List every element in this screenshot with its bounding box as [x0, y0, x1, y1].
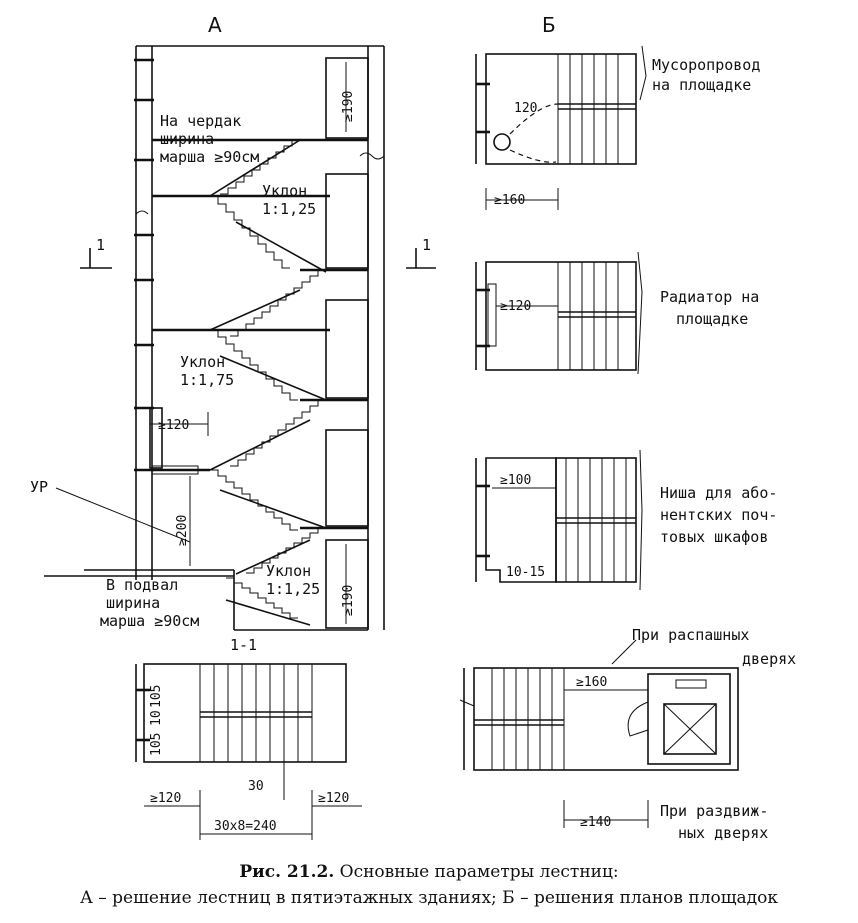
- plan-1-1: 105 10 105 30 ≥120 ≥120 30x8=240: [135, 663, 362, 840]
- slope-bottom-line2: 1:1,25: [266, 580, 320, 598]
- dim-120-left: ≥120: [150, 791, 181, 806]
- swing-line2: дверях: [742, 650, 796, 668]
- garbage-line1: Мусоропровод: [652, 56, 760, 74]
- elevator-shaft: [647, 673, 731, 765]
- dim-120-section: ≥120: [150, 412, 209, 436]
- dim-10-15: 10-15: [506, 565, 545, 580]
- dim-30: 30: [248, 779, 264, 794]
- section-a-flights: [209, 139, 327, 626]
- stair-parameters-drawing: А: [30, 13, 796, 842]
- attic-line1: На чердак: [160, 112, 241, 130]
- basement-line1: В подвал: [106, 576, 178, 594]
- sliding-line1: При раздвиж-: [660, 802, 768, 820]
- svg-text:≥120: ≥120: [158, 418, 189, 433]
- svg-text:≥190: ≥190: [341, 585, 356, 616]
- radiator-line2: площадке: [676, 310, 748, 328]
- niche-line3: товых шкафов: [660, 528, 768, 546]
- basement-line2: ширина: [106, 594, 160, 612]
- dim-100: ≥100: [500, 473, 531, 488]
- basement-label: В подвал ширина марша ≥90см: [100, 576, 199, 630]
- plan-radiator: ≥120 Радиатор на площадке: [475, 251, 759, 375]
- sliding-line2: ных дверях: [678, 824, 768, 842]
- plan-elevator-lobby: ≥160 При распашных дверях ≥140 При раздв…: [459, 626, 796, 842]
- plan-mail-niche: ≥100 10-15 Ниша для або- нентских поч- т…: [475, 449, 777, 591]
- slope-mid-line1: Уклон: [180, 353, 225, 371]
- plan-garbage-chute: 120 ≥160 Мусоропровод на площадке: [475, 45, 760, 210]
- slope-mid-label: Уклон 1:1,75: [180, 353, 234, 389]
- ur-mark: УР: [30, 478, 191, 543]
- garbage-line2: на площадке: [652, 76, 751, 94]
- dim-140: ≥140: [580, 815, 611, 830]
- slope-mid-line2: 1:1,75: [180, 371, 234, 389]
- slope-bottom-line1: Уклон: [266, 562, 311, 580]
- dim-190-top: ≥190: [341, 62, 356, 132]
- dim-160-garbage: ≥160: [494, 193, 525, 208]
- dim-total: 30x8=240: [214, 819, 277, 834]
- figure-title: Основные параметры лестниц:: [339, 862, 619, 882]
- cut-mark-right: 1: [406, 236, 436, 269]
- dim-160-swing: ≥160: [576, 675, 607, 690]
- slope-top-line1: Уклон: [262, 182, 307, 200]
- section-b-label: Б: [542, 13, 556, 37]
- dim-120-radiator: ≥120: [500, 299, 531, 314]
- svg-text:≥190: ≥190: [341, 91, 356, 122]
- attic-label: На чердак ширина марша ≥90см: [160, 112, 259, 166]
- dim-105-top: 105: [149, 685, 164, 708]
- attic-line2: ширина: [160, 130, 214, 148]
- attic-line3: марша ≥90см: [160, 148, 259, 166]
- cut-label: 1-1: [230, 636, 257, 654]
- chute-circle-icon: [493, 133, 511, 151]
- niche-line2: нентских поч-: [660, 506, 777, 524]
- dim-200: ≥200: [175, 476, 191, 566]
- dim-120-right: ≥120: [318, 791, 349, 806]
- section-a-label: А: [208, 13, 222, 37]
- svg-text:1: 1: [96, 236, 105, 254]
- figure-caption-description: А – решение лестниц в пятиэтажных здания…: [79, 888, 779, 908]
- swing-line1: При распашных: [632, 626, 749, 644]
- slope-top-line2: 1:1,25: [262, 200, 316, 218]
- dim-190-bottom: ≥190: [341, 544, 356, 624]
- dim-r120: 120: [514, 101, 537, 116]
- slope-bottom-label: Уклон 1:1,25: [266, 562, 320, 598]
- section-a-walls: [134, 45, 385, 630]
- niche-line1: Ниша для або-: [660, 484, 777, 502]
- radiator-icon: [487, 283, 497, 347]
- svg-text:УР: УР: [30, 478, 48, 496]
- slope-top-label: Уклон 1:1,25: [262, 182, 316, 218]
- dim-10: 10: [149, 710, 164, 726]
- svg-text:1: 1: [422, 236, 431, 254]
- basement-line3: марша ≥90см: [100, 612, 199, 630]
- cut-mark-left: 1: [80, 236, 112, 269]
- figure-caption-title: Рис. 21.2. Основные параметры лестниц:: [0, 862, 858, 882]
- figure-number: Рис. 21.2.: [239, 862, 335, 882]
- radiator-line1: Радиатор на: [660, 288, 759, 306]
- dim-105-bottom: 105: [149, 733, 164, 756]
- svg-text:≥200: ≥200: [175, 515, 190, 546]
